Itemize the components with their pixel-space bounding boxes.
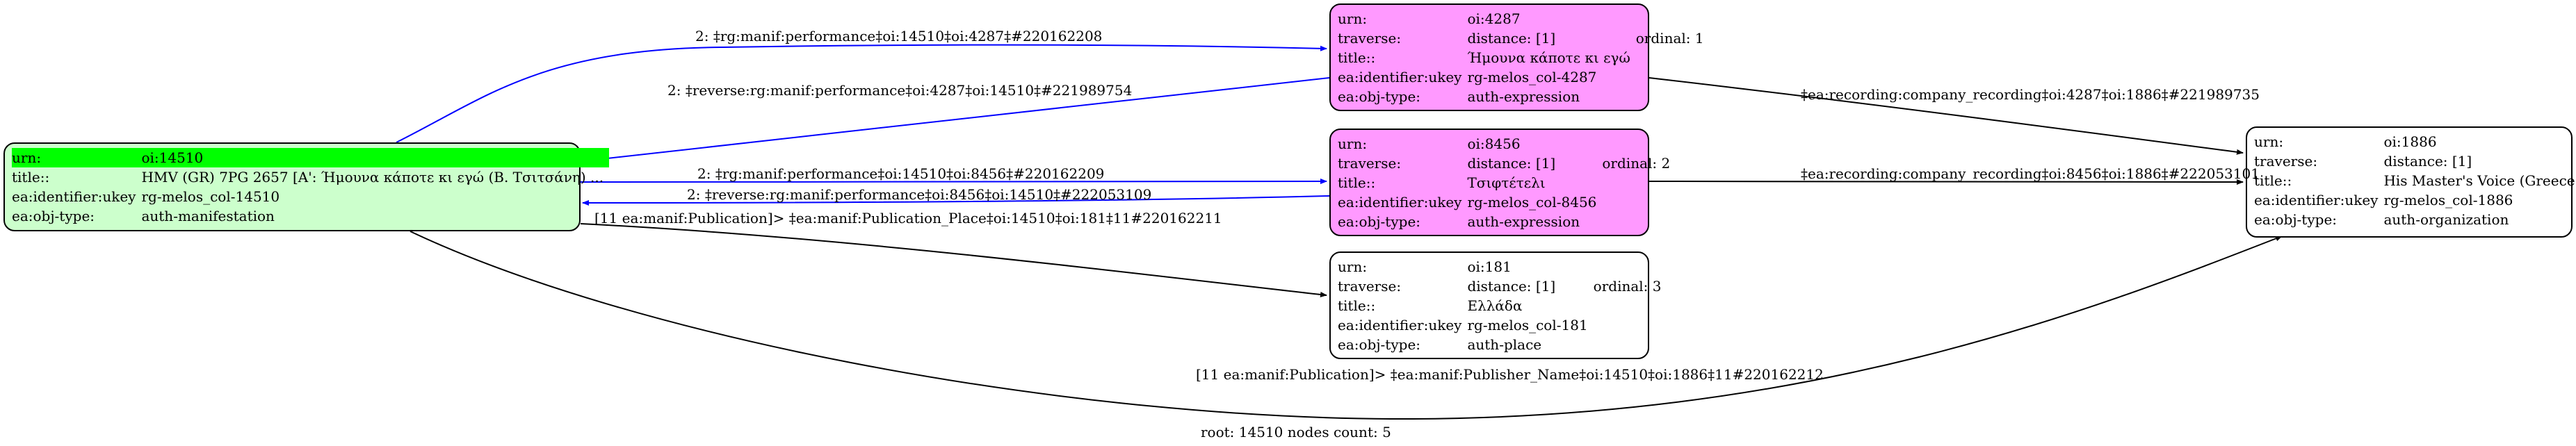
node-row-key: urn: xyxy=(12,148,142,167)
node-row-value: oi:1886 xyxy=(2383,133,2437,150)
node-row-key: ea:identifier:ukey xyxy=(1338,69,1462,85)
node-row: title::Τσιφτέτελι xyxy=(1338,173,1676,192)
node-row-key: ea:identifier:ukey xyxy=(1338,317,1462,333)
node-row-value: auth-expression xyxy=(1467,88,1580,105)
node-row: traverse:distance: [1]ordinal: 4 xyxy=(2254,151,2576,171)
edge-label: ‡ea:recording:company_recording‡oi:4287‡… xyxy=(1801,86,2260,103)
node-row-key: ea:obj-type: xyxy=(2254,211,2338,228)
node-row: traverse: distance: [1] ordinal: 2 xyxy=(1338,154,1676,173)
node-row: urn:oi:14510 xyxy=(12,148,610,167)
node-row: ea:obj-type: auth-place xyxy=(1338,335,1667,354)
node-row-value: oi:4287 xyxy=(1467,10,1521,27)
node-row: urn: oi:181 xyxy=(1338,257,1667,276)
node-row-value-ordinal: ordinal: 1 xyxy=(1635,30,1704,47)
node-row-value: Τσιφτέτελι xyxy=(1467,174,1546,191)
graph-footer: root: 14510 nodes count: 5 xyxy=(1201,424,1391,440)
edge-label: [11 ea:manif:Publication]> ‡ea:manif:Pub… xyxy=(1196,366,1824,383)
node-row-value: oi:8456 xyxy=(1467,135,1521,152)
node-row-value: distance: [1] xyxy=(1467,278,1556,295)
node-row: ea:identifier:ukey rg-melos_col-14510 xyxy=(12,187,609,206)
node-row: ea:identifier:ukey rg-melos_col-181 xyxy=(1338,315,1667,335)
node-row-key: traverse: xyxy=(2254,153,2318,170)
node-row-value: auth-place xyxy=(1467,336,1542,353)
node-row-value: Ήμουνα κάποτε κι εγώ xyxy=(1467,49,1630,66)
node-row-key: ea:obj-type: xyxy=(12,208,95,224)
node-row: ea:obj-type: auth-expression xyxy=(1338,212,1676,231)
node-row-value: distance: [1] xyxy=(1467,155,1556,172)
edge-label: ‡ea:recording:company_recording‡oi:8456‡… xyxy=(1801,165,2260,182)
node-oi-4287[interactable]: urn: oi:4287 traverse: distance: [1] ordinal… xyxy=(1329,3,1704,111)
edge-label: 2: ‡reverse:rg:manif:performance‡oi:4287… xyxy=(667,82,1133,99)
node-oi-8456[interactable]: urn: oi:8456 traverse: distance: [1] ordinal… xyxy=(1329,129,1670,236)
node-row-key: traverse: xyxy=(1338,155,1402,172)
node-row-value: auth-organization xyxy=(2383,211,2509,228)
edge-oi-14510-to-oi-4287[interactable] xyxy=(396,44,1327,143)
edge-oi-4287-to-oi-14510[interactable] xyxy=(582,77,1330,163)
node-row-key: title:: xyxy=(1338,297,1376,314)
node-row: title::HMV (GR) 7PG 2657 [Α': Ήμουνα κάπ… xyxy=(12,167,609,187)
node-row-key: ea:obj-type: xyxy=(1338,213,1421,230)
node-row: ea:obj-type: auth-organization xyxy=(2254,210,2576,229)
edge-label: 2: ‡rg:manif:performance‡oi:14510‡oi:845… xyxy=(697,165,1105,182)
node-row-key: urn: xyxy=(2254,133,2284,150)
node-row-key: ea:obj-type: xyxy=(1338,336,1421,353)
node-row-key: ea:identifier:ukey xyxy=(2254,192,2379,208)
node-row: title::Ελλάδα xyxy=(1338,296,1667,315)
node-row-key: ea:identifier:ukey xyxy=(1338,194,1462,210)
node-row: traverse: distance: [1] ordinal: 3 xyxy=(1338,276,1667,296)
node-row-value: Ελλάδα xyxy=(1467,297,1523,314)
node-row-key: urn: xyxy=(1338,258,1368,275)
node-row-key: ea:identifier:ukey xyxy=(12,188,136,205)
node-row: title::His Master's Voice (Greece) xyxy=(2254,171,2576,190)
node-row-value: rg-melos_col-1886 xyxy=(2383,192,2513,208)
node-row: traverse: distance: [1] ordinal: 1 xyxy=(1338,28,1710,48)
edge-oi-8456-to-oi-1886[interactable] xyxy=(1649,179,2244,185)
node-row-value: rg-melos_col-8456 xyxy=(1467,194,1597,210)
node-row-value: oi:181 xyxy=(1467,258,1512,275)
node-row-key: urn: xyxy=(1338,135,1368,152)
edge-label: 2: ‡rg:manif:performance‡oi:14510‡oi:428… xyxy=(695,28,1103,44)
node-row: urn: oi:1886 xyxy=(2254,132,2576,151)
node-row-value: oi:14510 xyxy=(141,148,610,167)
node-row-value: rg-melos_col-14510 xyxy=(141,188,280,205)
node-row-key: title:: xyxy=(1338,49,1376,66)
edge-label: [11 ea:manif:Publication]> ‡ea:manif:Pub… xyxy=(594,210,1222,226)
node-row-key: urn: xyxy=(1338,10,1368,27)
node-row: ea:identifier:ukey rg-melos_col-4287 xyxy=(1338,67,1710,87)
edge-oi-8456-to-oi-14510[interactable] xyxy=(582,195,1330,206)
node-row-value: auth-manifestation xyxy=(141,208,275,224)
node-row: urn: oi:8456 xyxy=(1338,134,1676,154)
node-row: ea:identifier:ukey rg-melos_col-8456 xyxy=(1338,192,1676,212)
edge-oi-14510-to-oi-8456[interactable] xyxy=(580,179,1327,185)
node-row-value: His Master's Voice (Greece) xyxy=(2383,172,2576,189)
node-row-key: title:: xyxy=(12,169,50,185)
node-row-value: rg-melos_col-181 xyxy=(1467,317,1588,333)
node-row-value: distance: [1] xyxy=(2383,153,2472,170)
node-row-value-ordinal: ordinal: 2 xyxy=(1602,155,1671,172)
node-row: urn: oi:4287 xyxy=(1338,9,1710,28)
node-row: ea:obj-type: auth-manifestation xyxy=(12,206,609,226)
node-row-value: rg-melos_col-4287 xyxy=(1467,69,1597,85)
node-row-value: distance: [1] xyxy=(1467,30,1556,47)
edge-oi-4287-to-oi-1886[interactable] xyxy=(1649,77,2244,155)
node-row-key: title:: xyxy=(2254,172,2292,189)
node-row-key: title:: xyxy=(1338,174,1376,191)
node-row-value: auth-expression xyxy=(1467,213,1580,230)
edge-oi-14510-to-oi-181[interactable] xyxy=(580,223,1327,297)
node-row-key: ea:obj-type: xyxy=(1338,88,1421,105)
node-row-value: HMV (GR) 7PG 2657 [Α': Ήμουνα κάποτε κι … xyxy=(141,169,604,185)
edge-oi-14510-to-oi-1886[interactable] xyxy=(410,231,2283,420)
node-row-key: traverse: xyxy=(1338,30,1402,47)
node-row-key: traverse: xyxy=(1338,278,1402,295)
node-row-value-ordinal: ordinal: 3 xyxy=(1593,278,1662,295)
edge-label: 2: ‡reverse:rg:manif:performance‡oi:8456… xyxy=(687,186,1152,203)
node-oi-181[interactable]: urn: oi:181 traverse: distance: [1] ordinal:… xyxy=(1329,251,1662,359)
node-row: title::Ήμουνα κάποτε κι εγώ xyxy=(1338,48,1710,67)
node-row: ea:obj-type: auth-expression xyxy=(1338,87,1710,106)
